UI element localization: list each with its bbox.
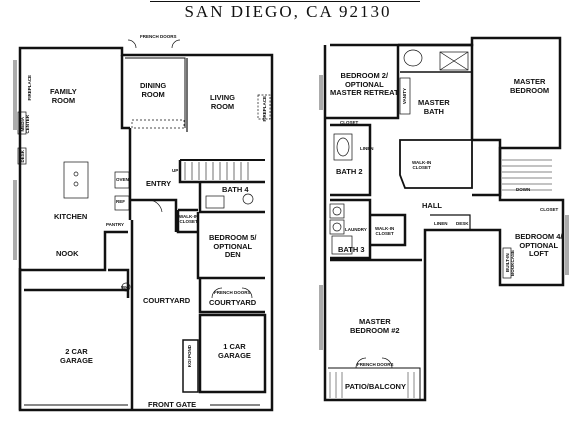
french-doors-mid-label: FRENCH DOORS	[214, 290, 251, 295]
walk-in-closet2-label: WALK-IN CLOSET	[375, 226, 395, 236]
down-label: DOWN	[516, 187, 531, 192]
fireplace-left-label: FIREPLACE	[27, 75, 32, 101]
media-center-label: MEDIA CENTER	[20, 115, 30, 134]
nook-label: NOOK	[56, 249, 79, 258]
bath4-label: BATH 4	[222, 185, 249, 194]
garage1-label: 1 CAR GARAGE	[218, 342, 251, 360]
courtyard-small-label: COURTYARD	[209, 298, 257, 307]
oven-label: OVEN	[116, 177, 129, 182]
linen-top-label: LINEN	[360, 146, 374, 151]
closet-right-label: CLOSET	[540, 207, 559, 212]
french-doors-top-label: FRENCH DOORS	[140, 34, 177, 39]
wh-label: WH	[121, 285, 129, 290]
master-walk-in-closet-label: WALK-IN CLOSET	[412, 160, 432, 170]
living-room-label: LIVING ROOM	[210, 93, 236, 111]
french-doors-bottom-label: FRENCH DOORS	[357, 362, 394, 367]
koi-pond-label: KOI POND	[187, 345, 192, 368]
entry-label: ENTRY	[146, 179, 172, 188]
master-bedroom-label: MASTER BEDROOM	[510, 77, 550, 95]
linen-label: LINEN	[434, 221, 448, 226]
page-title: SAN DIEGO, CA 92130	[184, 2, 392, 21]
bath3-label: BATH 3	[338, 245, 365, 254]
courtyard-label: COURTYARD	[143, 296, 191, 305]
closet-top-label: CLOSET	[340, 120, 359, 125]
pantry-label: PANTRY	[106, 222, 124, 227]
master-bath-label: MASTER BATH	[418, 98, 450, 116]
fireplace-right-label: FIREPLACE	[262, 96, 267, 122]
refrigerator-label: REF	[116, 199, 125, 204]
desk-left-label: DESK	[20, 150, 25, 163]
bedroom4-label: BEDROOM 4/ OPTIONAL LOFT	[515, 232, 563, 258]
dining-room-label: DINING ROOM	[140, 81, 167, 99]
desk-label: DESK	[456, 221, 469, 226]
up-label: UP	[172, 168, 179, 173]
walk-in-closet-label: WALK-IN CLOSET	[179, 214, 199, 224]
bedroom2-label: BEDROOM 2/ OPTIONAL MASTER RETREAT	[330, 71, 399, 97]
vanity-label: VANITY	[402, 88, 407, 105]
builtin-bookcase-label: BUILT-IN BOOKCASE	[505, 250, 515, 277]
kitchen-label: KITCHEN	[54, 212, 88, 221]
hall-label: HALL	[422, 201, 442, 210]
front-gate-label: FRONT GATE	[148, 400, 197, 409]
second-floor-walls	[323, 36, 565, 402]
first-floor-details	[13, 60, 271, 406]
family-room-label: FAMILY ROOM	[50, 87, 77, 105]
patio-label: PATIO/BALCONY	[345, 382, 406, 391]
second-floor-details	[127, 39, 569, 398]
garage2-label: 2 CAR GARAGE	[60, 347, 93, 365]
bath2-label: BATH 2	[336, 167, 363, 176]
title-rule	[150, 1, 420, 2]
bedroom5-label: BEDROOM 5/ OPTIONAL DEN	[209, 233, 257, 259]
master-bedroom2-label: MASTER BEDROOM #2	[350, 317, 400, 335]
laundry-label: LAUNDRY	[345, 227, 367, 232]
first-floor-walls	[18, 46, 274, 412]
